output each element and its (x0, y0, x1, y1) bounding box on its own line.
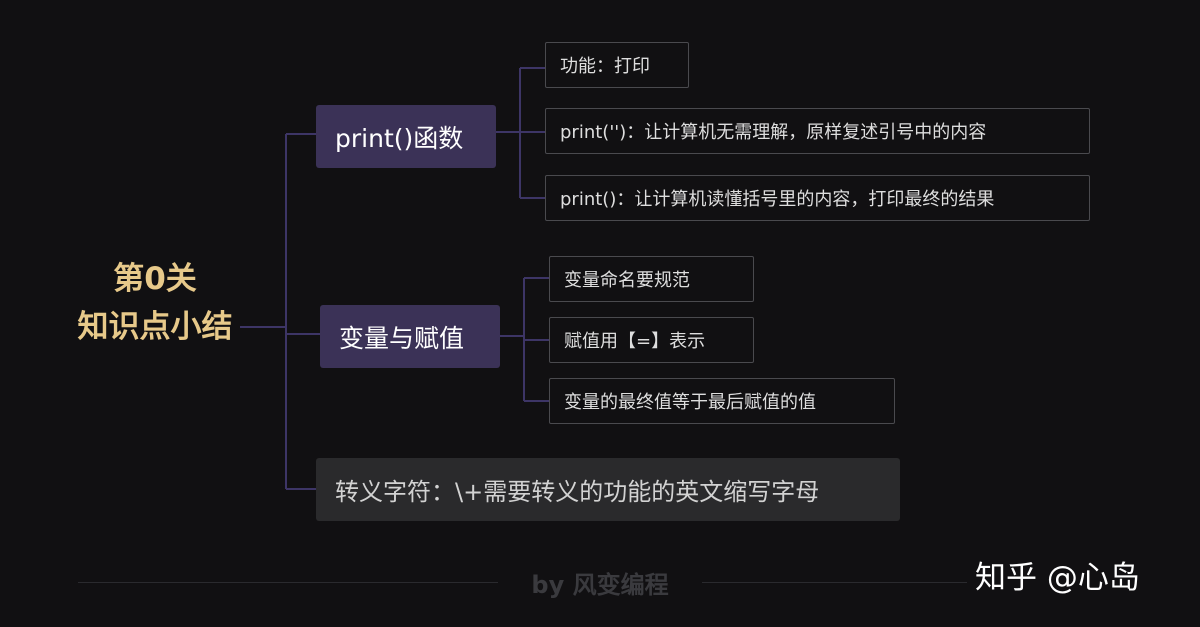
branch-variables: 变量与赋值 (320, 305, 500, 368)
branch-escape-characters: 转义字符：\+需要转义的功能的英文缩写字母 (316, 458, 900, 521)
root-node: 第0关 知识点小结 (40, 255, 270, 351)
footer-divider-right (702, 582, 967, 583)
leaf-print-purpose: 功能：打印 (545, 42, 689, 88)
branch-print-function: print()函数 (316, 105, 496, 168)
footer-divider-left (78, 582, 498, 583)
leaf-print-quoted: print('')：让计算机无需理解，原样复述引号中的内容 (545, 108, 1090, 154)
leaf-variable-final-value: 变量的最终值等于最后赋值的值 (549, 378, 895, 424)
leaf-print-expression: print()：让计算机读懂括号里的内容，打印最终的结果 (545, 175, 1090, 221)
root-title: 第0关 (113, 261, 197, 297)
footer-credit: by 风变编程 (531, 571, 669, 599)
root-subtitle: 知识点小结 (77, 309, 233, 345)
zhihu-watermark: 知乎 @心岛 (975, 560, 1140, 596)
leaf-variable-naming: 变量命名要规范 (549, 256, 754, 302)
leaf-variable-assignment: 赋值用【=】表示 (549, 317, 754, 363)
